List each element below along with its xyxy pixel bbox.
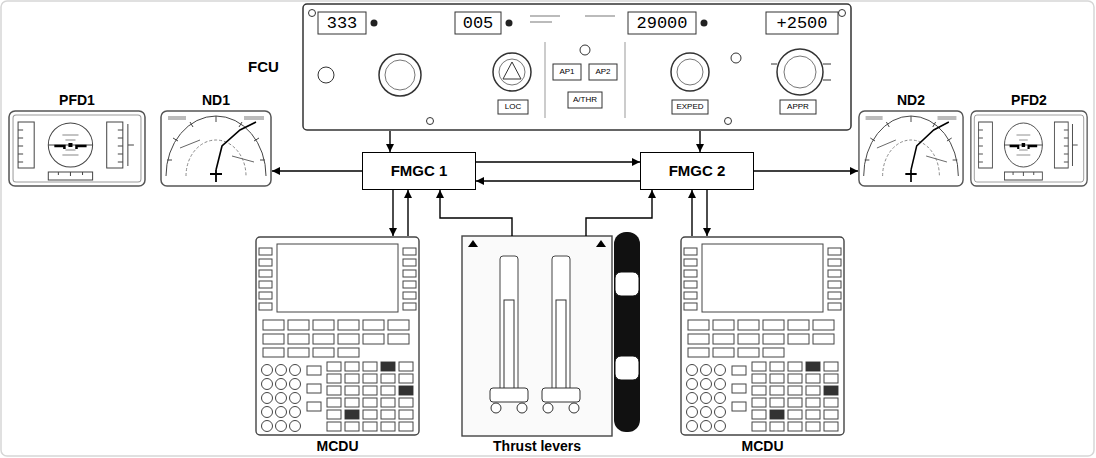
pfd-screen xyxy=(9,111,145,186)
node-title: ND2 xyxy=(897,92,925,108)
mcdu-unit: MCDU xyxy=(680,236,845,454)
fcu-panel-drawing xyxy=(303,4,851,130)
signal-arrow xyxy=(706,190,707,236)
display-value: 333 xyxy=(318,12,366,34)
node-title: MCDU xyxy=(317,438,359,454)
button-label: LOC xyxy=(498,100,528,114)
node-title: Thrust levers xyxy=(493,438,581,454)
signal-arrow xyxy=(389,131,390,152)
pfd-screen xyxy=(971,111,1087,186)
fmgc-box: FMGC 2 xyxy=(640,152,754,190)
button-label: EXPED xyxy=(672,100,708,114)
display-value: +2500 xyxy=(766,12,838,34)
pfd-display: PFD1 xyxy=(8,92,146,187)
fmgc-box: FMGC 1 xyxy=(362,152,476,190)
node-title: FMGC 1 xyxy=(391,162,448,179)
signal-arrow xyxy=(691,190,692,236)
node-title: FCU xyxy=(248,58,279,75)
thrust-lever-drawing xyxy=(462,232,640,436)
node-title: MCDU xyxy=(742,438,784,454)
signal-arrow xyxy=(392,190,393,236)
thrust-lever-unit: Thrust levers xyxy=(462,236,612,454)
signal-arrow xyxy=(272,170,362,171)
signal-arrow xyxy=(476,161,640,162)
button-label: AP2 xyxy=(589,64,617,80)
display-value: 29000 xyxy=(628,12,696,34)
nd-display: ND2 xyxy=(858,92,964,187)
button-label: A/THR xyxy=(568,92,602,108)
nd-screen xyxy=(161,111,271,186)
button-label: AP1 xyxy=(553,64,581,80)
display-value: 005 xyxy=(455,12,501,34)
signal-arrow xyxy=(476,180,640,181)
button-label: APPR xyxy=(780,100,816,114)
signal-arrow xyxy=(440,190,512,236)
node-title: PFD2 xyxy=(1011,92,1047,108)
signal-arrow xyxy=(754,170,858,171)
signal-arrow xyxy=(407,190,408,236)
mcdu-unit: MCDU xyxy=(255,236,420,454)
signal-arrow xyxy=(699,131,700,152)
pfd-display: PFD2 xyxy=(970,92,1088,187)
nd-display: ND1 xyxy=(160,92,272,187)
nd-screen xyxy=(859,111,963,186)
node-title: FMGC 2 xyxy=(669,162,726,179)
signal-arrow xyxy=(586,190,652,236)
node-title: PFD1 xyxy=(59,92,95,108)
mcdu-keyboard xyxy=(256,237,419,435)
node-title: ND1 xyxy=(202,92,230,108)
mcdu-keyboard xyxy=(681,237,844,435)
